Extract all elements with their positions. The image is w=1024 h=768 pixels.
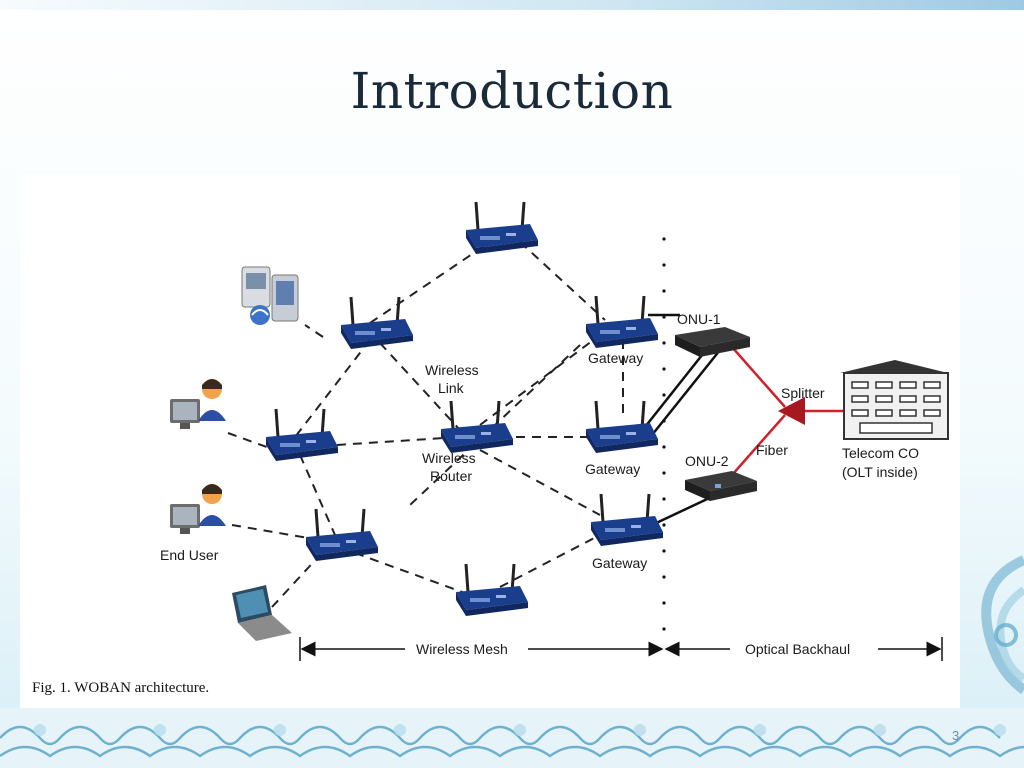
wireless-router-label-2: Router — [430, 468, 472, 484]
onu1-device — [675, 327, 750, 357]
decorative-waves — [0, 708, 1024, 768]
woban-figure: Wireless Link Wireless Router Gateway Ga… — [20, 175, 960, 710]
router-icon — [339, 295, 415, 351]
optical-backhaul-label: Optical Backhaul — [745, 641, 850, 657]
router-icon — [304, 507, 380, 563]
optical-backhaul-span — [664, 637, 943, 661]
mesh-backhaul-separator — [662, 237, 666, 631]
router-icon — [589, 492, 665, 548]
user-icon — [170, 379, 226, 429]
telecom-co-label-1: Telecom CO — [842, 445, 919, 461]
wireless-link-label-1: Wireless — [425, 362, 479, 378]
splitter-icon — [778, 397, 805, 425]
gateway-label-bottom: Gateway — [592, 555, 647, 571]
figure-caption: Fig. 1. WOBAN architecture. — [32, 680, 210, 696]
router-icon — [584, 294, 660, 350]
router-icon — [454, 562, 530, 618]
page-number: 3 — [952, 728, 960, 743]
wireless-links — [227, 241, 624, 608]
user-icon — [170, 484, 226, 534]
pda-icon — [241, 266, 299, 325]
end-user-label: End User — [160, 547, 219, 563]
wireless-mesh-label: Wireless Mesh — [416, 641, 508, 657]
router-icon — [264, 407, 340, 463]
decorative-wave-swirl — [981, 555, 1024, 695]
wireless-router-label-1: Wireless — [422, 450, 476, 466]
gateway-label-mid: Gateway — [585, 461, 640, 477]
top-rule — [0, 0, 1024, 10]
onu2-label: ONU-2 — [685, 453, 729, 469]
laptop-icon — [232, 585, 292, 641]
telecom-co-label-2: (OLT inside) — [842, 464, 918, 480]
wireless-link-label-2: Link — [438, 380, 465, 396]
gateway-label-top: Gateway — [588, 350, 643, 366]
router-icon — [464, 200, 540, 256]
slide-title: Introduction — [350, 62, 674, 120]
wireless-mesh-span — [299, 637, 664, 661]
onu1-label: ONU-1 — [677, 311, 721, 327]
router-icon — [439, 399, 515, 455]
fiber-label: Fiber — [756, 442, 788, 458]
telecom-co-building — [840, 360, 949, 440]
splitter-label: Splitter — [781, 385, 825, 401]
woban-diagram: Wireless Link Wireless Router Gateway Ga… — [160, 200, 949, 661]
onu2-device — [685, 471, 757, 501]
